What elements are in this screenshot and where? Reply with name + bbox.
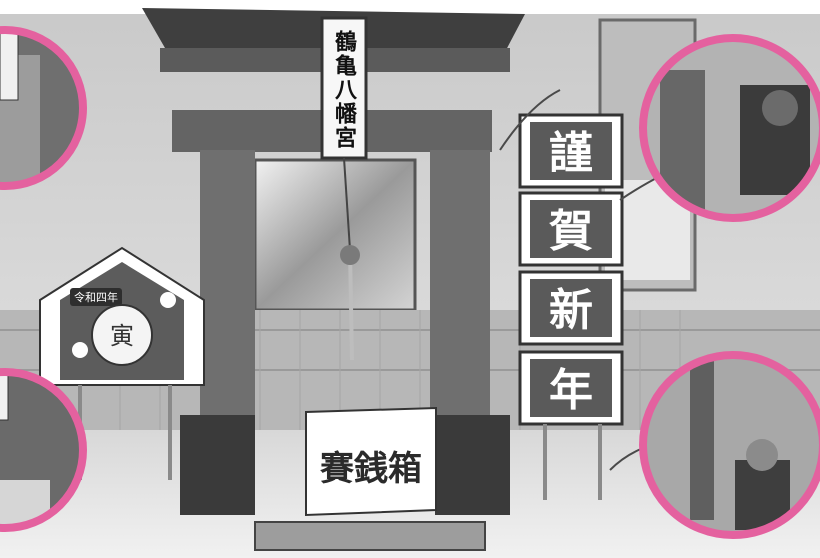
inset-photo-border <box>0 368 87 532</box>
new-year-banner: 謹 賀 新 年 <box>518 113 624 500</box>
banner-char: 年 <box>549 365 593 416</box>
banner-char: 賀 <box>549 206 593 257</box>
shrine-name-plaque: 鶴亀八幡宮 <box>320 16 368 361</box>
plaque-text: 鶴亀八幡宮 <box>331 29 357 150</box>
box-label: 賽銭箱 <box>320 449 422 489</box>
inset-photo-top-right <box>639 34 820 222</box>
inset-photo-bottom-right <box>639 351 820 539</box>
banner-char: 新 <box>549 285 593 336</box>
banner-char: 謹 <box>549 128 593 179</box>
ema-glyph: 寅 <box>110 322 134 350</box>
inset-photo-border <box>639 351 820 539</box>
ema-label: 令和四年 <box>74 290 118 304</box>
inset-photo-border <box>639 34 820 222</box>
offertory-box: 賽銭箱 <box>254 406 486 551</box>
inset-photo-border <box>0 26 87 190</box>
ema-plaque: 令和四年 寅 <box>39 246 205 480</box>
